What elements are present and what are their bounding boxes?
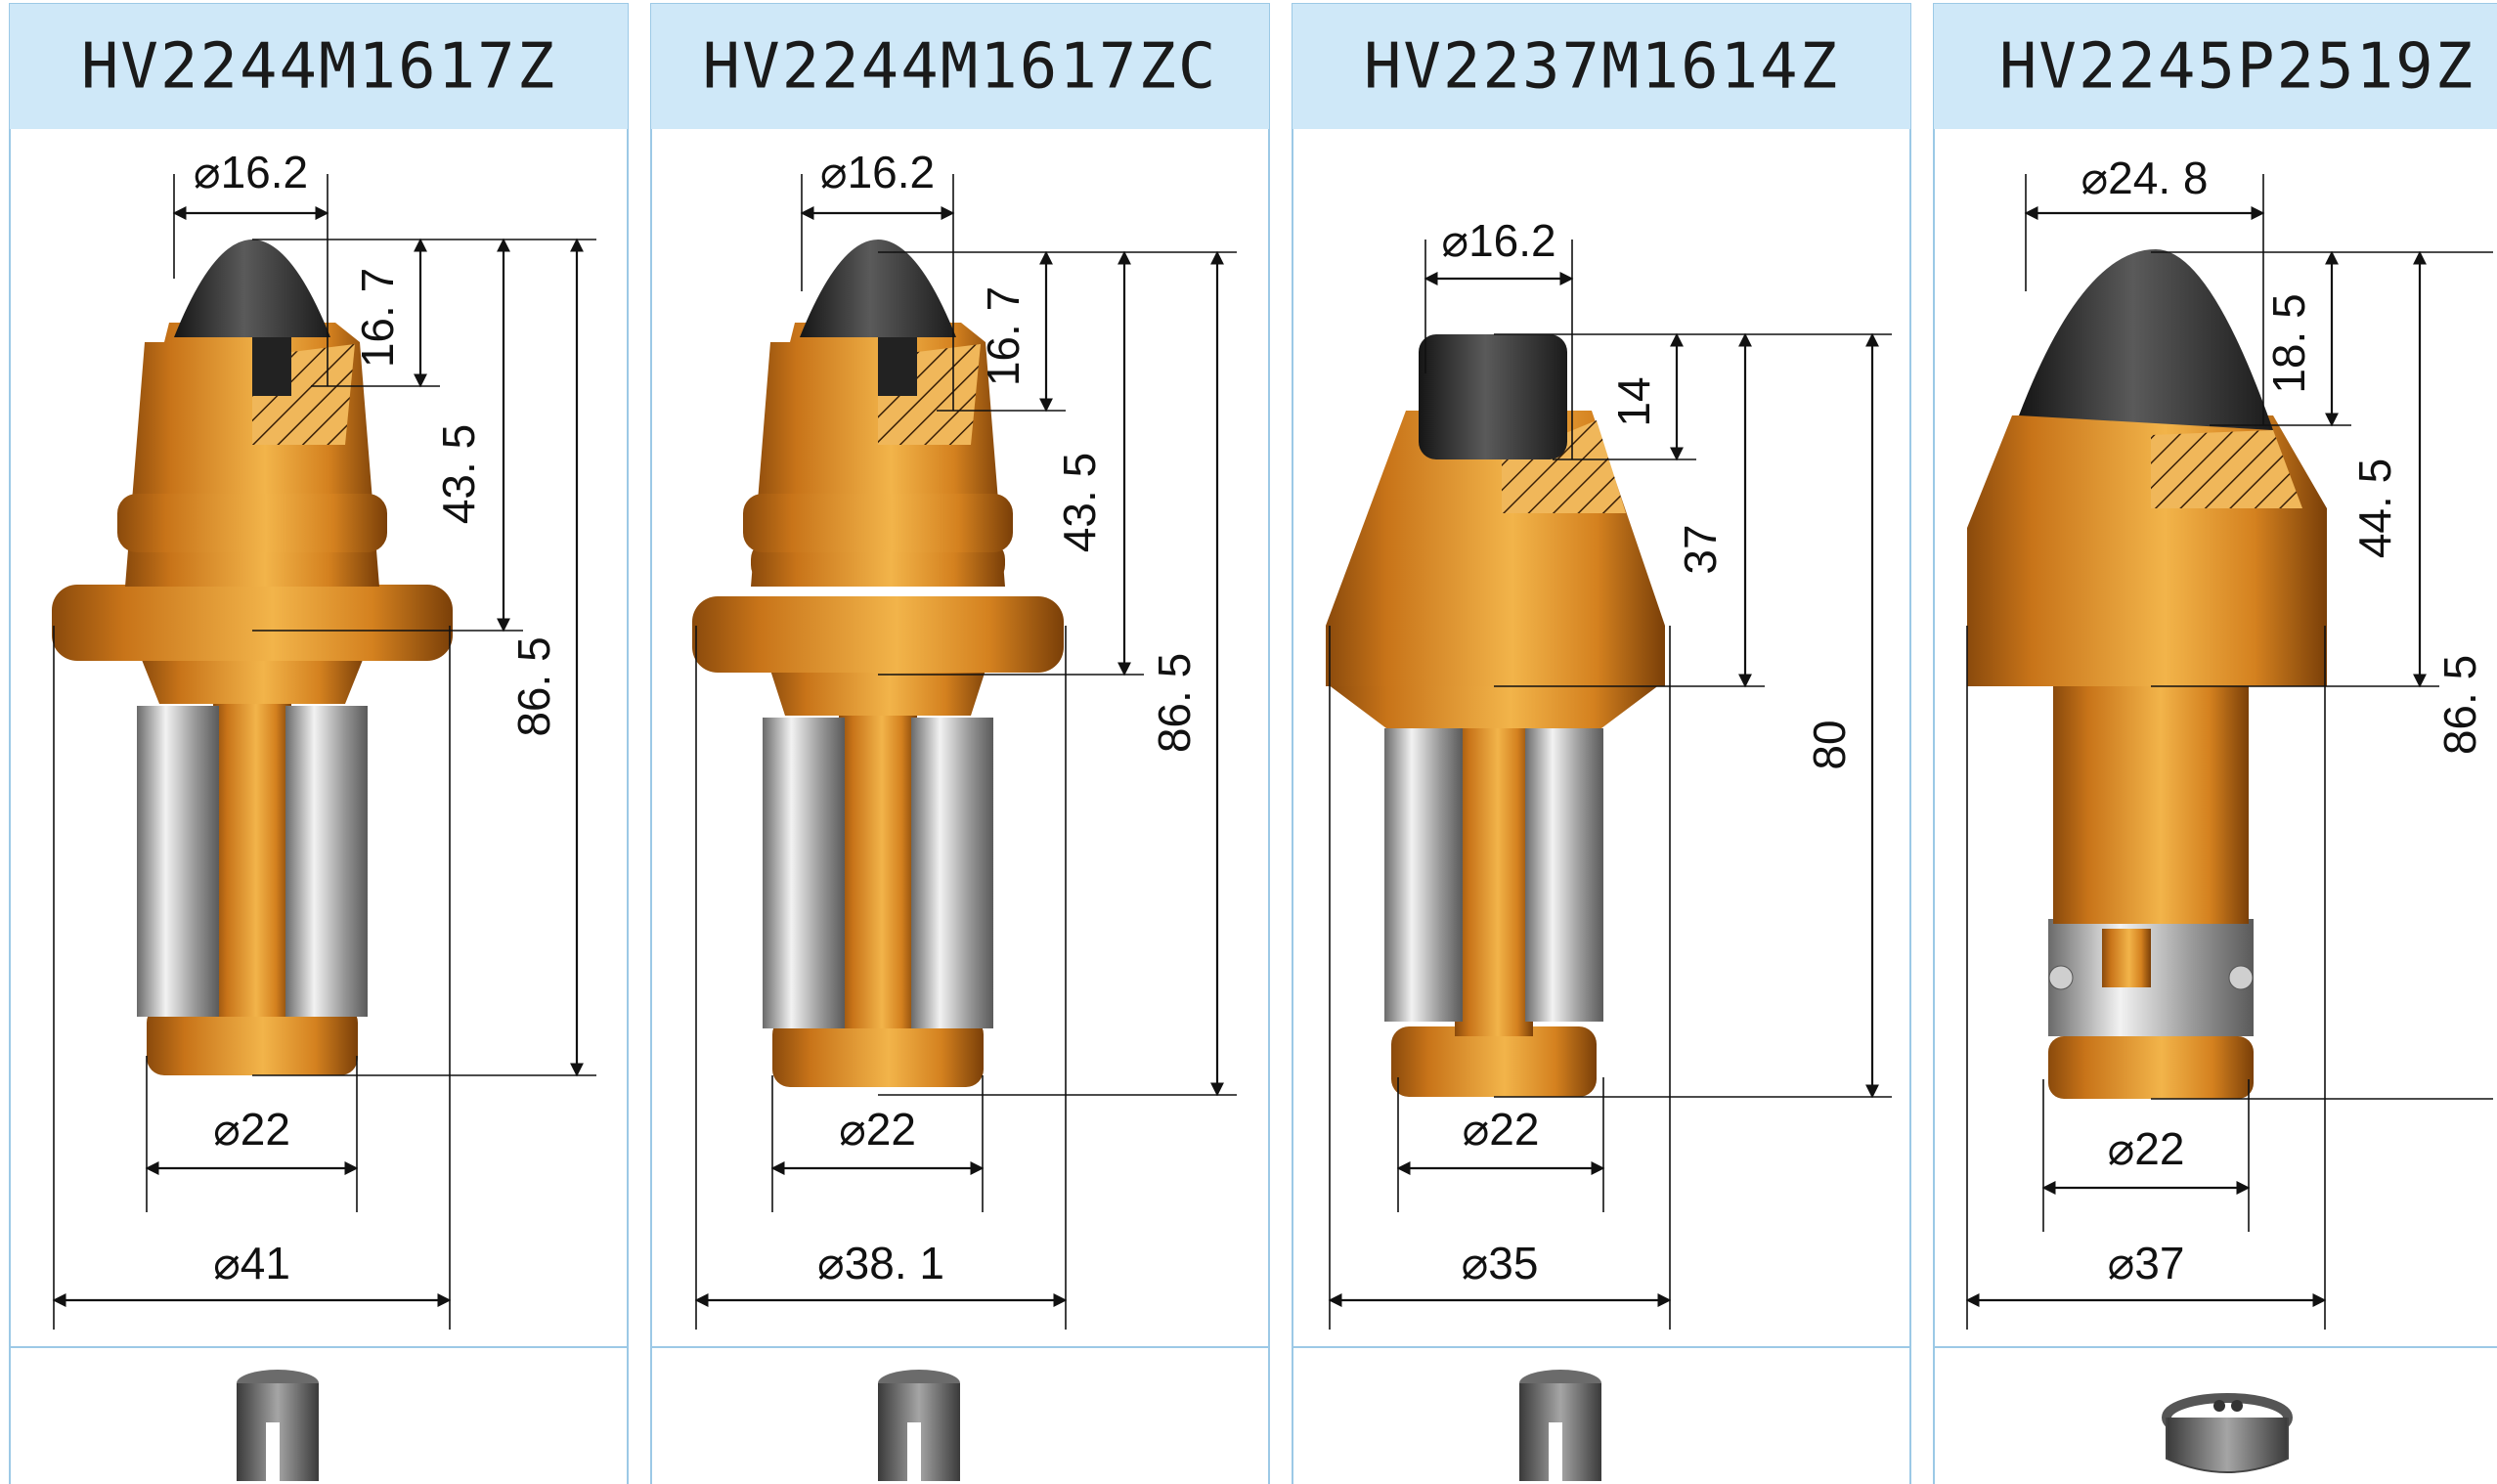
- shank-core: [213, 684, 291, 1017]
- body-neck: [140, 655, 365, 704]
- carbide-tip: [1419, 334, 1567, 459]
- shank-core: [839, 696, 917, 1028]
- retainer-sleeve-right: [1525, 728, 1603, 1022]
- shank-collar: [147, 1005, 358, 1075]
- cutting-pick-drawing: [52, 240, 453, 1075]
- flange-diameter-label: ⌀38. 1: [817, 1238, 944, 1288]
- body-flange: [52, 585, 453, 661]
- carbide-tip: [800, 240, 956, 337]
- total-length-label: 86. 5: [2434, 655, 2485, 755]
- head-height-label: 43. 5: [1054, 453, 1105, 552]
- tip-height-label: 16. 7: [352, 268, 403, 368]
- flange-diameter-label: ⌀41: [213, 1238, 290, 1288]
- model-header: [1934, 4, 2497, 129]
- split-sleeve-icon: [878, 1370, 960, 1481]
- model-name: HV2245P2519Z: [1999, 31, 2475, 104]
- tip-diameter-label: ⌀24. 8: [2081, 153, 2208, 203]
- body-flange: [692, 596, 1064, 673]
- product-panel-4: HV2245P2519Z ⌀24. 8 18. 5 44. 5 86. 5 ⌀22 ⌀37: [1933, 3, 2497, 1484]
- total-length-label: 86. 5: [1149, 653, 1200, 753]
- model-header: [1292, 4, 1910, 129]
- dimension-annotations: ⌀24. 8 18. 5 44. 5 86. 5 ⌀22 ⌀37: [1965, 153, 2493, 1330]
- split-sleeve-icon: [1519, 1370, 1601, 1481]
- cutting-pick-drawing: [1326, 334, 1665, 1097]
- retainer-sleeve-right: [911, 718, 993, 1028]
- cutting-pick-drawing: [692, 240, 1064, 1087]
- model-name: HV2237M1614Z: [1364, 31, 1839, 104]
- tip-height-label: 14: [1608, 376, 1659, 426]
- tip-insert-stem: [252, 337, 291, 396]
- retainer-sleeve-left: [1384, 728, 1463, 1022]
- head-height-label: 37: [1675, 524, 1726, 574]
- model-name: HV2244M1617Z: [81, 31, 556, 104]
- body-shoulder: [117, 494, 387, 552]
- tip-insert-stem: [878, 337, 917, 396]
- head-height-label: 43. 5: [433, 424, 484, 524]
- head-height-label: 44. 5: [2349, 458, 2400, 558]
- tip-diameter-label: ⌀16.2: [1441, 215, 1555, 266]
- shank-collar: [772, 1017, 984, 1087]
- tip-diameter-label: ⌀16.2: [820, 147, 935, 197]
- total-length-label: 80: [1804, 720, 1855, 769]
- cutting-pick-drawing: [1967, 249, 2327, 1099]
- clip-ring-pin-left: [2048, 965, 2074, 990]
- shank-diameter-label: ⌀22: [2108, 1123, 2185, 1174]
- retainer-sleeve-left: [137, 706, 219, 1017]
- shank-diameter-label: ⌀22: [839, 1104, 916, 1155]
- tip-height-label: 18. 5: [2263, 293, 2314, 393]
- flange-diameter-label: ⌀35: [1462, 1238, 1539, 1288]
- model-header: [651, 4, 1269, 129]
- clip-ring-slot: [2102, 929, 2151, 987]
- shank-core: [1455, 704, 1533, 1036]
- clip-ring-icon: [2162, 1393, 2293, 1473]
- total-length-label: 86. 5: [508, 636, 559, 736]
- dimension-annotations: ⌀16.2 16. 7 43. 5 86. 5 ⌀22 ⌀38. 1: [694, 147, 1237, 1330]
- body-neck: [1328, 684, 1660, 728]
- tip-socket-section: [2151, 430, 2302, 508]
- body-shoulder: [743, 494, 1013, 552]
- shank-diameter-label: ⌀22: [1463, 1104, 1540, 1155]
- shank-collar: [1391, 1026, 1597, 1097]
- dimension-annotations: ⌀16.2 14 37 80 ⌀22 ⌀35: [1328, 215, 1892, 1330]
- product-panel-3: HV2237M1614Z ⌀16.2 14 37 80 ⌀22 ⌀35: [1292, 3, 1911, 1484]
- retainer-sleeve-right: [285, 706, 368, 1017]
- product-panel-1: HV2244M1617Z ⌀16.2 16. 7 43. 5 86. 5 ⌀22 ⌀41: [9, 3, 629, 1484]
- dimension-annotations: ⌀16.2 16. 7 43. 5 86. 5 ⌀22 ⌀41: [52, 147, 596, 1330]
- carbide-tip: [174, 240, 330, 337]
- split-sleeve-icon: [237, 1370, 319, 1481]
- carbide-tip: [2019, 249, 2273, 430]
- tip-socket-section: [1502, 420, 1626, 513]
- shank-collar: [2048, 1036, 2254, 1099]
- tip-diameter-label: ⌀16.2: [194, 147, 308, 197]
- clip-ring-pin-right: [2228, 965, 2254, 990]
- shank-diameter-label: ⌀22: [213, 1104, 290, 1155]
- model-header: [10, 4, 628, 129]
- flange-diameter-label: ⌀37: [2108, 1238, 2185, 1288]
- model-name: HV2244M1617ZC: [703, 31, 1218, 104]
- tip-height-label: 16. 7: [978, 286, 1029, 386]
- product-panel-2: HV2244M1617ZC ⌀16.2 16. 7 43. 5 86. 5 ⌀22 ⌀38.…: [650, 3, 1270, 1484]
- shank-core: [2053, 684, 2249, 924]
- retainer-sleeve-left: [763, 718, 845, 1028]
